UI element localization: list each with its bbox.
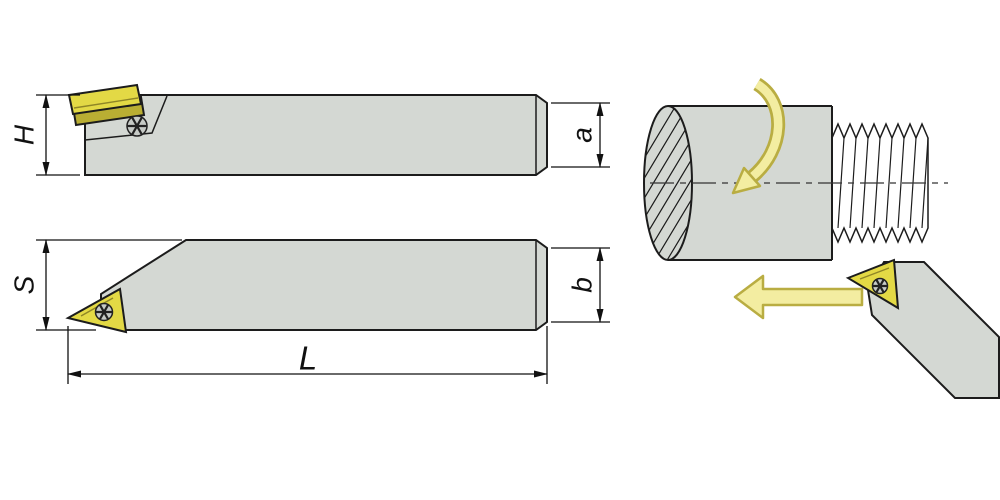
side-view-toolholder: S b L [9,239,610,384]
top-insert-detail-line [73,97,139,109]
workpiece-thread [831,122,929,244]
top-clamp-screw-torx-icon [127,117,147,135]
top-insert-top-face [67,83,143,116]
dim-label-L: L [299,340,317,377]
dim-label-b: b [567,277,598,293]
dimension-H: H [9,94,80,176]
tool-screw-torx-icon [872,279,888,293]
section-hatch-lines [644,106,692,260]
top-head-pocket-lines [84,95,168,141]
dimension-a: a [551,102,610,168]
feed-left-arrow [733,274,864,320]
top-view-toolholder: H a [9,83,610,176]
rotation-arrow [731,78,786,195]
dim-label-a: a [567,127,598,143]
rotation-arrow-head [731,166,762,195]
side-clamp-screw-torx-icon [95,304,113,320]
tool-insert-detail-line [859,267,890,280]
dimension-L: L [67,326,548,384]
machining-illustration [643,78,1000,399]
rotation-arrow-fill [749,80,783,181]
section-hatch [644,106,692,260]
cutting-tool [845,258,1000,399]
dimension-b: b [551,247,610,323]
side-shank-body [100,239,548,331]
dim-label-H: H [9,124,40,145]
top-shank-body [84,94,548,176]
dim-label-S: S [9,275,40,294]
tool-holder-body [866,261,1000,399]
dimension-S: S [9,239,182,331]
